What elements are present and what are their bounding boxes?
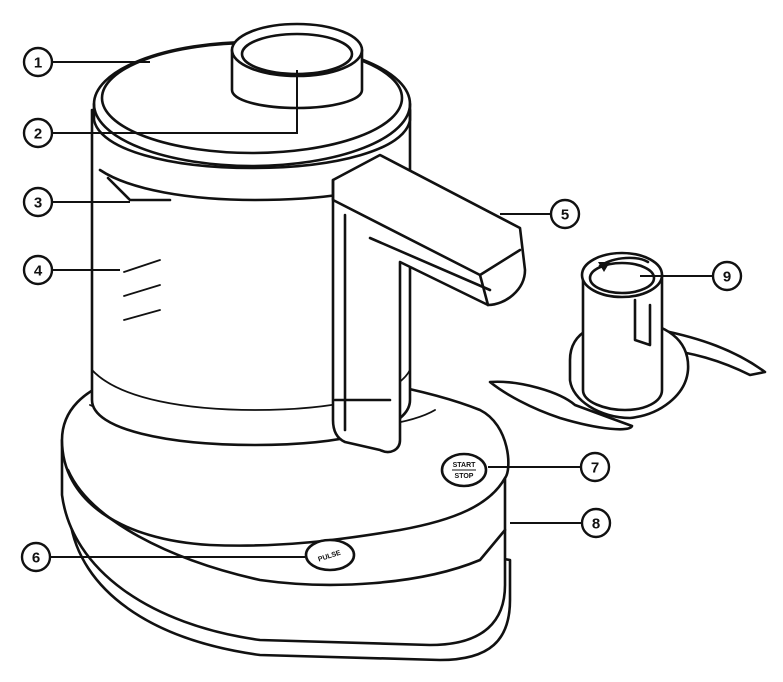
svg-text:6: 6 (32, 550, 40, 567)
callout-7: 7 (579, 451, 611, 483)
svg-text:9: 9 (723, 269, 731, 286)
start-label: START (453, 462, 477, 469)
callout-1: 1 (22, 46, 54, 78)
bowl-handle (331, 153, 527, 454)
measure-mark-1 (123, 259, 161, 273)
chopping-blade (488, 251, 767, 431)
work-bowl (90, 108, 412, 447)
measure-mark-3 (123, 309, 161, 321)
svg-text:2: 2 (34, 126, 42, 143)
callout-3: 3 (22, 186, 54, 218)
callout-2: 2 (22, 117, 54, 149)
svg-text:5: 5 (561, 207, 569, 224)
svg-text:1: 1 (34, 55, 42, 72)
callout-4: 4 (22, 254, 54, 286)
rotation-arrow-icon (598, 262, 610, 272)
svg-text:3: 3 (34, 195, 42, 212)
callout-8: 8 (580, 507, 612, 539)
stop-label: STOP (455, 473, 474, 480)
svg-text:7: 7 (591, 460, 599, 477)
leader-2 (52, 70, 298, 134)
svg-text:4: 4 (34, 263, 43, 280)
svg-text:8: 8 (592, 516, 600, 533)
start-stop-button[interactable]: START STOP (440, 452, 488, 488)
callout-5: 5 (549, 198, 581, 230)
callout-9: 9 (711, 260, 743, 292)
leader-lines (50, 61, 713, 558)
measure-mark-2 (123, 284, 161, 297)
pulse-button[interactable]: PULSE (304, 538, 356, 572)
callout-6: 6 (20, 541, 52, 573)
lid (92, 22, 412, 170)
